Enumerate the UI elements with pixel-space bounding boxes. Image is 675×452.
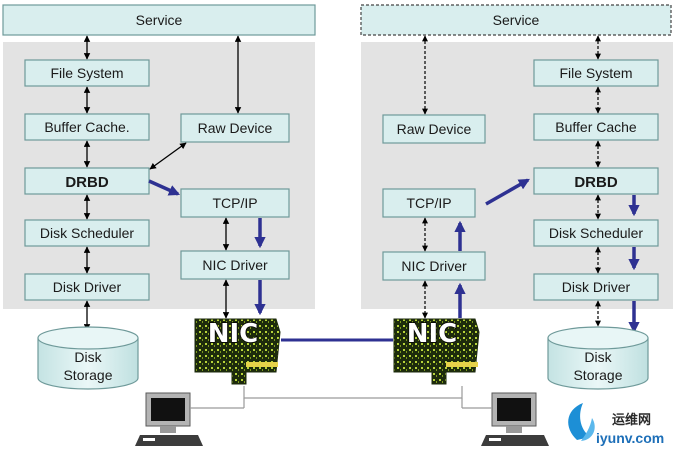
right-service-label: Service xyxy=(493,12,540,28)
right-raw-device-box xyxy=(382,114,486,144)
left-arrow-rawdevice-drbd xyxy=(149,142,187,170)
ethernet-network xyxy=(190,386,492,409)
right-disk-storage: Disk Storage xyxy=(547,326,649,390)
right-disk-driver-label: Disk Driver xyxy=(562,279,631,295)
left-disk-driver-label: Disk Driver xyxy=(53,279,122,295)
left-file-system-box xyxy=(24,59,150,87)
left-service-box xyxy=(2,4,316,36)
left-disk-storage-line1: Disk xyxy=(74,349,102,365)
right-drbd-label: DRBD xyxy=(574,174,617,191)
left-disk-scheduler-box xyxy=(24,219,150,247)
right-buffer-cache-label: Buffer Cache xyxy=(555,119,637,135)
right-file-system-box xyxy=(533,59,659,87)
left-computer-icon xyxy=(135,392,203,446)
watermark-text-domain: iyunv.com xyxy=(596,430,664,446)
right-node: Service File System Raw Device Buffer Ca… xyxy=(360,4,673,446)
left-buffer-cache-box xyxy=(24,113,150,141)
watermark-text-cn: 运维网 xyxy=(612,412,651,428)
left-disk-scheduler-label: Disk Scheduler xyxy=(40,225,134,241)
right-buffer-cache-box xyxy=(533,113,659,141)
right-raw-device-label: Raw Device xyxy=(397,121,472,137)
right-nic-label: NIC xyxy=(407,319,458,349)
right-disk-storage-line1: Disk xyxy=(584,349,612,365)
right-tcp-ip-label: TCP/IP xyxy=(406,195,451,211)
watermark-logo: 运维网 iyunv.com xyxy=(568,403,664,446)
left-node: Service File System Buffer Cache. Raw De… xyxy=(2,4,316,446)
left-file-system-label: File System xyxy=(50,65,123,81)
left-service-label: Service xyxy=(136,12,183,28)
left-nic-driver-box xyxy=(180,250,290,280)
right-drbd-box xyxy=(533,167,659,195)
left-nic-card: NIC xyxy=(194,318,281,385)
right-disk-scheduler-box xyxy=(533,219,659,247)
left-data-arrow-drbd-tcpip xyxy=(148,179,181,196)
left-raw-device-label: Raw Device xyxy=(198,120,273,136)
left-nic-driver-label: NIC Driver xyxy=(202,257,268,273)
right-service-box xyxy=(360,4,672,36)
left-disk-driver-box xyxy=(24,273,150,301)
right-nic-driver-label: NIC Driver xyxy=(401,258,467,274)
left-drbd-box xyxy=(24,167,150,195)
right-disk-driver-box xyxy=(533,273,659,301)
right-disk-scheduler-label: Disk Scheduler xyxy=(549,225,643,241)
left-disk-storage: Disk Storage xyxy=(37,326,139,390)
left-raw-device-box xyxy=(180,113,290,143)
right-computer-icon xyxy=(481,392,549,446)
left-tcp-ip-box xyxy=(180,188,290,218)
left-tcp-ip-label: TCP/IP xyxy=(212,195,257,211)
left-disk-storage-line2: Storage xyxy=(63,367,112,383)
left-drbd-label: DRBD xyxy=(65,174,108,191)
right-disk-storage-line2: Storage xyxy=(573,367,622,383)
right-tcp-ip-box xyxy=(382,188,476,218)
right-nic-driver-box xyxy=(382,251,486,281)
left-nic-label: NIC xyxy=(208,319,259,349)
left-buffer-cache-label: Buffer Cache. xyxy=(44,119,129,135)
right-nic-card: NIC xyxy=(393,318,480,385)
right-file-system-label: File System xyxy=(559,65,632,81)
right-data-arrow-tcpip-drbd xyxy=(485,178,530,206)
